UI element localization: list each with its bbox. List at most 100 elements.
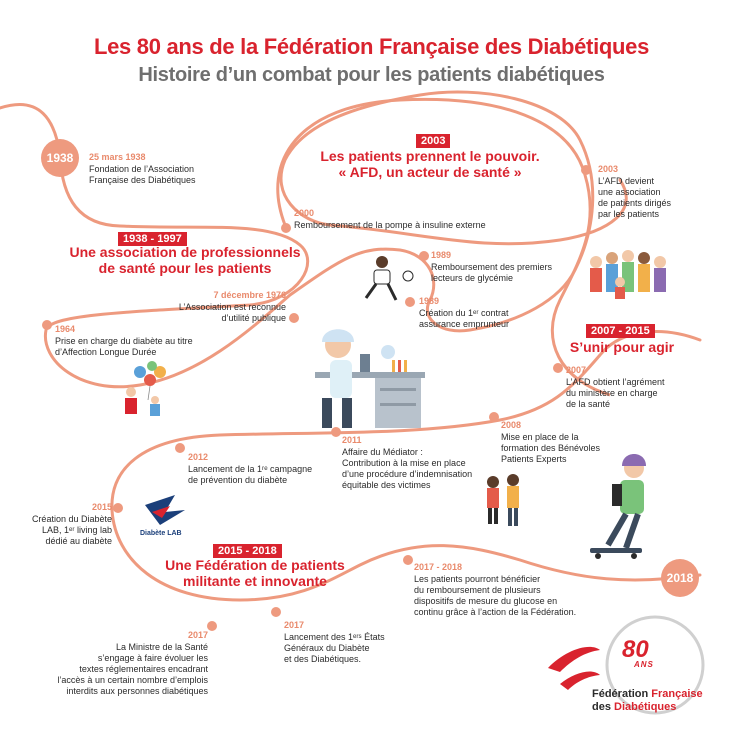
event-line: dispositifs de mesure du glucose en [414, 596, 558, 606]
event-text: L’AFD devient une association de patient… [598, 176, 671, 220]
timeline-dot [403, 555, 413, 565]
timeline-dot [581, 165, 591, 175]
event-line: L’Association est reconnue [178, 302, 286, 312]
section-title-line: de santé pour les patients [98, 260, 272, 276]
logo-line: des Diabétiques [592, 701, 703, 714]
event-text: Création du Diabète LAB, 1ᵉʳ living lab … [20, 514, 112, 547]
timeline-path-lower [110, 330, 702, 602]
event-line: Création du 1ᵉʳ contrat [419, 308, 509, 318]
diabete-lab-label: Diabète LAB [140, 530, 182, 537]
event-line: textes réglementaires encadrant [79, 664, 208, 674]
event-line: de la santé [566, 399, 611, 409]
event-text: La Ministre de la Santé s’engage à faire… [20, 642, 208, 697]
page-title: Les 80 ans de la Fédération Française de… [93, 34, 650, 59]
section-title: Une Fédération de patients militante et … [140, 557, 370, 589]
event-line: équitable des victimes [342, 480, 431, 490]
logo-line: Fédération Française [592, 688, 703, 701]
timeline-dot [553, 363, 563, 373]
timeline-loop-2003 [276, 97, 611, 397]
event-date: 2017 - 2018 [414, 562, 463, 572]
event-text: Fondation de l’Association Française des… [89, 164, 196, 186]
event-date: 7 décembre 1976 [213, 290, 286, 300]
event-line: par les patients [598, 209, 660, 219]
event-line: Mise en place de la [501, 432, 579, 442]
logo-word: Diabétiques [614, 701, 677, 713]
year-marker-end: 2018 [661, 559, 699, 597]
event-date: 1989 [431, 250, 452, 260]
section-title: Une association de professionnels de san… [50, 244, 320, 276]
event-line: Création du Diabète [31, 514, 112, 524]
logo-number: 80 [622, 636, 649, 663]
event-date: 1989 [419, 296, 440, 306]
section-title-line: Une Fédération de patients [165, 557, 345, 573]
event-text: Les patients pourront bénéficier du remb… [414, 574, 576, 618]
event-line: s’engage à faire évoluer les [97, 653, 208, 663]
logo-word: Fédération [592, 688, 652, 700]
event-date: 2017 [187, 630, 208, 640]
event-line: Généraux du Diabète [284, 643, 370, 653]
section-title: Les patients prennent le pouvoir. « AFD,… [310, 148, 550, 180]
event-line: assurance emprunteur [419, 319, 510, 329]
logo-name: Fédération Française des Diabétiques [592, 688, 703, 714]
event-line: dédié au diabète [45, 536, 112, 546]
section-title-line: S’unir pour agir [569, 339, 675, 355]
event-line: Les patients pourront bénéficier [414, 574, 541, 584]
event-line: LAB, 1ᵉʳ living lab [41, 525, 112, 535]
event-date: 2003 [598, 164, 619, 174]
event-line: l’accès à un certain nombre d’emplois [57, 675, 208, 685]
event-line: du ministère en charge [566, 388, 658, 398]
event-text: Création du 1ᵉʳ contrat assurance emprun… [419, 308, 509, 330]
event-line: et des Diabétiques. [284, 654, 362, 664]
logo-ans: ANS [634, 660, 654, 669]
scientist-illustration [315, 329, 425, 428]
section-title-line: Les patients prennent le pouvoir. [320, 148, 540, 164]
logo-word: des [592, 701, 615, 713]
event-text: Remboursement des premiers lecteurs de g… [431, 262, 552, 284]
event-line: Française des Diabétiques [89, 175, 196, 185]
timeline-dot [405, 297, 415, 307]
timeline-path [0, 90, 628, 389]
event-line: du remboursement de plusieurs [414, 585, 541, 595]
event-text: Prise en charge du diabète au titre d’Af… [55, 336, 193, 358]
section-title-line: « AFD, un acteur de santé » [338, 164, 522, 180]
section-title-line: militante et innovante [183, 573, 327, 589]
timeline-dot [207, 621, 217, 631]
event-date: 2012 [188, 452, 209, 462]
timeline-dot [42, 320, 52, 330]
event-line: de prévention du diabète [188, 475, 288, 485]
event-text: Lancement de la 1ʳᵉ campagne de préventi… [188, 464, 312, 486]
event-date: 2008 [501, 420, 522, 430]
section-badge: 2015 - 2018 [213, 544, 282, 558]
event-text: Remboursement de la pompe à insuline ext… [294, 220, 486, 231]
event-date: 2000 [294, 208, 315, 218]
event-date: 25 mars 1938 [89, 152, 146, 162]
event-line: Remboursement des premiers [431, 262, 553, 272]
event-line: La Ministre de la Santé [115, 642, 208, 652]
skateboarder-illustration [590, 454, 646, 559]
event-date: 2017 [284, 620, 305, 630]
event-line: Remboursement de la pompe à insuline ext… [294, 220, 486, 230]
two-people-illustration [487, 474, 519, 526]
event-line: de patients dirigés [598, 198, 672, 208]
section-badge: 1938 - 1997 [118, 232, 187, 246]
section-badge: 2007 - 2015 [586, 324, 655, 338]
event-line: d’utilité publique [221, 313, 286, 323]
event-line: Fondation de l’Association [89, 164, 195, 174]
event-date: 1964 [55, 324, 76, 334]
event-line: continu grâce à l’action de la Fédératio… [414, 607, 577, 617]
event-date: 2011 [342, 435, 362, 445]
event-line: L’AFD devient [598, 176, 655, 186]
event-line: lecteurs de glycémie [431, 273, 514, 283]
event-line: Lancement des 1ᵉʳˢ États [284, 632, 385, 642]
event-text: Mise en place de la formation des Bénévo… [501, 432, 600, 465]
event-date: 2015 [91, 502, 112, 512]
section-badge: 2003 [416, 134, 451, 148]
event-text: Affaire du Médiator : Contribution à la … [342, 447, 472, 491]
section-title: S’unir pour agir [562, 339, 682, 355]
event-line: Patients Experts [501, 454, 567, 464]
event-line: Contribution à la mise en place [342, 458, 466, 468]
timeline-dot [281, 223, 291, 233]
event-text: L’Association est reconnue d’utilité pub… [150, 302, 286, 324]
section-title-line: Une association de professionnels [69, 244, 301, 260]
event-line: d’Affection Longue Durée [55, 347, 157, 357]
